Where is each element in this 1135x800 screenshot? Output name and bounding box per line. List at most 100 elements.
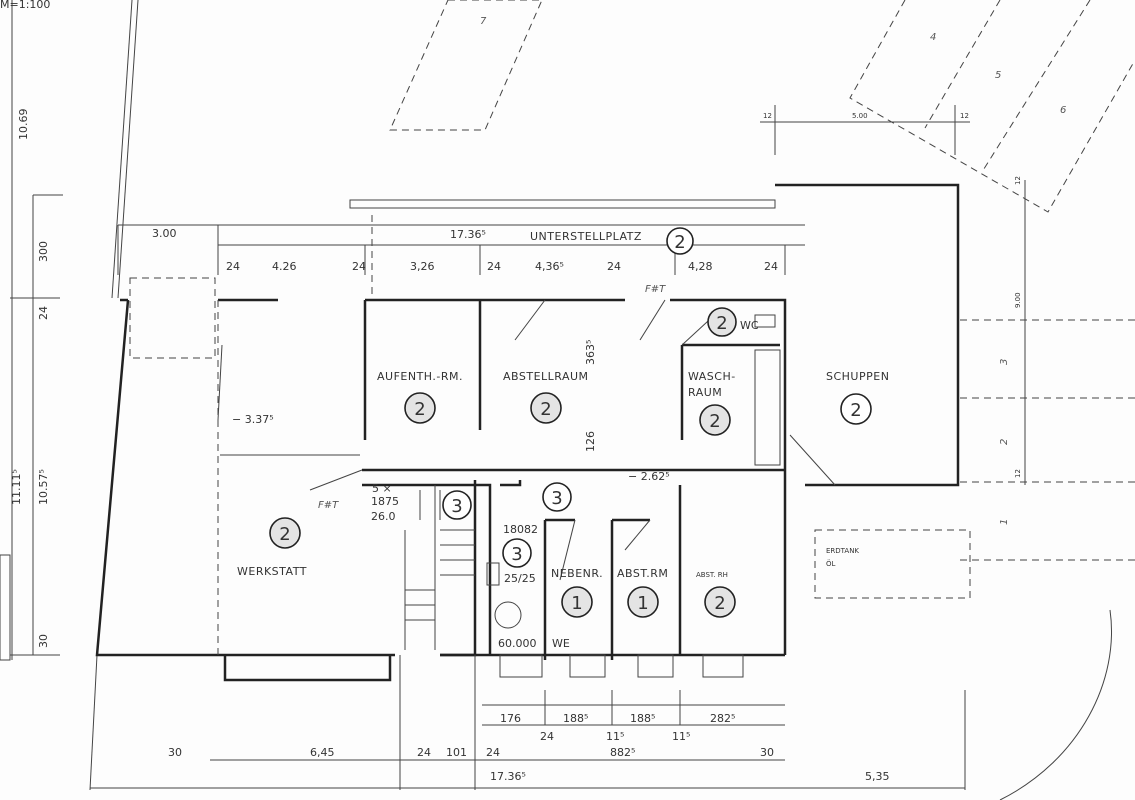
unterstellplatz-beam <box>349 199 776 209</box>
dim-segment: 24 <box>764 260 778 273</box>
wc-fixture-icon <box>754 314 776 328</box>
category-badge: 2 <box>279 524 290 545</box>
parking-number-5: 5 <box>995 70 1001 81</box>
left-dimension-lines <box>0 0 63 661</box>
schuppen-walls <box>775 183 960 487</box>
dim-bottom: 30 <box>168 746 182 759</box>
room-label-abstellraum: ABSTELLRAUM <box>503 370 589 383</box>
dim-bottom: 24 <box>417 746 431 759</box>
level-werkstatt: − 3.37⁵ <box>232 413 274 426</box>
dim-left-outer: 11.11⁵ <box>10 469 23 505</box>
erdtank-label: ÖL <box>826 559 836 568</box>
fht-mark: F#T <box>645 284 666 295</box>
stair-steps: 5 × <box>372 482 392 495</box>
category-badge: 3 <box>511 544 522 565</box>
category-badge: 1 <box>637 593 648 614</box>
stair-tread: 26.0 <box>371 510 396 523</box>
parking-margin: 12 <box>763 112 772 120</box>
parking-depth: 9.00 <box>1014 292 1022 308</box>
dim-bottom: 188⁵ <box>630 712 655 725</box>
parking-spaces-4-6 <box>849 0 1135 213</box>
erdtank-label: ERDTANK <box>826 547 859 555</box>
room-label-abst-rm: ABST.RM <box>617 567 668 580</box>
boiler-icon <box>494 601 522 629</box>
parking-space-7 <box>389 0 543 131</box>
dim-bottom: 24 <box>540 730 554 743</box>
parking-spaces-1-3 <box>960 180 1135 561</box>
chimney-icon <box>486 562 500 586</box>
parking-margin: 12 <box>1014 176 1022 185</box>
dim-bottom: 24 <box>486 746 500 759</box>
category-badge: 2 <box>716 313 727 334</box>
parking-margin: 12 <box>960 112 969 120</box>
height-dim: 363⁵ <box>584 340 597 365</box>
dim-segment: 4.26 <box>272 260 297 273</box>
flue-size: 25/25 <box>504 572 536 585</box>
height-dim: 126 <box>584 431 597 452</box>
top-dimension-lines <box>117 105 970 300</box>
room-label-nebenraum: NEBENR. <box>551 567 603 580</box>
dim-top-left: 3.00 <box>152 227 177 240</box>
we-label: WE <box>552 637 570 650</box>
unterstellplatz-label: UNTERSTELLPLATZ <box>530 230 642 243</box>
dim-bottom: 282⁵ <box>710 712 735 725</box>
parking-width: 5.00 <box>852 112 868 120</box>
staircase <box>404 485 475 650</box>
dim-left-wall: 24 <box>37 306 50 320</box>
dim-bottom-total: 17.36⁵ <box>490 770 526 783</box>
dim-left-inner: 10.57⁵ <box>37 469 50 505</box>
dim-bottom: 5,35 <box>865 770 890 783</box>
room-label-schuppen: SCHUPPEN <box>826 370 889 383</box>
category-badge: 2 <box>414 399 425 420</box>
dim-segment: 24 <box>226 260 240 273</box>
category-badge: 2 <box>674 232 685 253</box>
dim-left-bottom: 30 <box>37 634 50 648</box>
dim-bottom: 188⁵ <box>563 712 588 725</box>
parking-number-3: 3 <box>999 359 1010 365</box>
site-boundary <box>117 0 139 299</box>
room-label-waschraum: RAUM <box>688 386 722 399</box>
level-flur: − 2.62⁵ <box>628 470 670 483</box>
parking-number-7: 7 <box>480 16 487 27</box>
category-badge: 2 <box>540 399 551 420</box>
dim-segment: 24 <box>487 260 501 273</box>
stair-rise: 1875 <box>371 495 399 508</box>
dim-segment: 4,28 <box>688 260 713 273</box>
fht-mark: F#T <box>318 500 339 511</box>
dim-bottom: 882⁵ <box>610 746 635 759</box>
door-swings <box>217 299 721 581</box>
parking-number-2: 2 <box>999 439 1010 445</box>
room-label-werkstatt: WERKSTATT <box>237 565 307 578</box>
parking-number-1: 1 <box>999 519 1010 525</box>
dim-bottom: 30 <box>760 746 774 759</box>
dim-segment: 4,36⁵ <box>535 260 564 273</box>
dim-segment: 24 <box>352 260 366 273</box>
heating-code: 18082 <box>503 523 538 536</box>
dim-left-upper: 300 <box>37 241 50 262</box>
category-badge: 1 <box>571 593 582 614</box>
dim-bottom: 11⁵ <box>672 730 690 743</box>
parking-margin: 12 <box>1014 469 1022 478</box>
category-badge: 2 <box>709 411 720 432</box>
room-label-aufenthaltsraum: AUFENTH.-RM. <box>377 370 463 383</box>
boiler-capacity: 60.000 <box>498 637 537 650</box>
bottom-dimension-lines <box>90 609 1112 800</box>
dim-top-total: 17.36⁵ <box>450 228 486 241</box>
scale-label: M=1:100 <box>0 0 50 11</box>
parking-number-4: 4 <box>930 32 936 43</box>
room-label-waschraum: WASCH- <box>688 370 736 383</box>
dim-bottom: 101 <box>446 746 467 759</box>
washing-fixtures <box>754 349 781 466</box>
dim-left-total: 10.69 <box>17 109 30 141</box>
room-label-wc: WC <box>740 319 759 332</box>
category-badge: 3 <box>451 496 462 517</box>
dim-bottom: 176 <box>500 712 521 725</box>
category-badge: 2 <box>714 593 725 614</box>
building-walls <box>95 277 787 790</box>
parking-number-6: 6 <box>1060 105 1066 116</box>
category-badge: 3 <box>551 488 562 509</box>
dim-segment: 24 <box>607 260 621 273</box>
dim-bottom: 6,45 <box>310 746 335 759</box>
category-badge: 2 <box>850 400 861 421</box>
